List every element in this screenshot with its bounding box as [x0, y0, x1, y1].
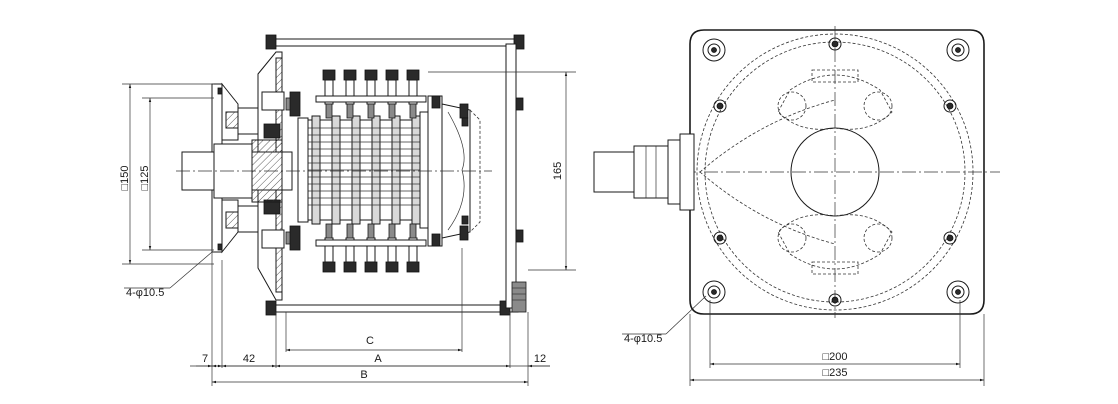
brush-terminal: [364, 261, 378, 273]
screw-head: [716, 234, 724, 242]
screw-head: [831, 296, 839, 304]
brush-terminal: [406, 69, 420, 81]
mounting-hole-bolt: [955, 289, 961, 295]
end-mounting-holes: [702, 37, 970, 307]
mounting-hole: [946, 38, 970, 62]
end-bolt-label: 4-φ10.5: [624, 333, 662, 345]
screw-hole: [943, 99, 957, 113]
dim-235: □235: [823, 367, 848, 379]
dim-c: C: [366, 335, 374, 347]
brush-terminal: [406, 261, 420, 273]
mounting-hole-inner: [707, 285, 721, 299]
brush-terminal: [343, 261, 357, 273]
brush-holders: [315, 69, 427, 273]
dim-200: □200: [823, 351, 848, 363]
brush: [367, 103, 375, 119]
brush: [409, 223, 417, 239]
end-dimensions: □200 □235 4-φ10.5: [622, 295, 985, 386]
dim-a: A: [374, 353, 382, 365]
screw-head: [946, 102, 954, 110]
mounting-hole-bolt: [711, 47, 717, 53]
brush-bar: [315, 239, 427, 247]
brush-terminal: [322, 69, 336, 81]
screw-hole: [713, 99, 727, 113]
slip-ring-stack: [297, 111, 431, 229]
cable-gland: [593, 133, 695, 211]
dim-height-165: 165: [552, 162, 564, 180]
side-view: □150 □125 165 4-φ10.5 C: [119, 34, 576, 386]
mounting-hole-inner: [707, 43, 721, 57]
mounting-hole: [702, 38, 726, 62]
rear-cover-hidden: [469, 109, 481, 233]
dim-42: 42: [243, 353, 255, 365]
side-dimensions: □150 □125 165 4-φ10.5 C: [119, 71, 576, 386]
screw-hole: [713, 231, 727, 245]
rear-hub: [427, 95, 471, 247]
screw-hole: [828, 293, 842, 307]
brush-terminal: [343, 69, 357, 81]
brush: [325, 223, 333, 239]
screw-head: [946, 234, 954, 242]
brush: [346, 103, 354, 119]
brush-terminal: [322, 261, 336, 273]
brush-arms-hidden: [699, 69, 893, 275]
brush-terminal: [385, 69, 399, 81]
end-view: □200 □235 4-φ10.5: [593, 26, 1000, 386]
brush: [325, 103, 333, 119]
brush: [367, 223, 375, 239]
dim-b: B: [360, 369, 367, 381]
dim-flange-outer: □150: [119, 166, 131, 191]
screw-head: [831, 40, 839, 48]
mounting-hole: [946, 280, 970, 304]
side-bolt-label: 4-φ10.5: [126, 287, 164, 299]
end-plate: [689, 29, 985, 315]
brush: [409, 103, 417, 119]
brush-bar: [315, 95, 427, 103]
back-frame: [505, 43, 527, 313]
brush: [388, 223, 396, 239]
mounting-hole-inner: [951, 43, 965, 57]
screw-hole: [943, 231, 957, 245]
screw-hole: [828, 37, 842, 51]
dim-12: 12: [534, 353, 546, 365]
mounting-hole: [702, 280, 726, 304]
brush: [346, 223, 354, 239]
mounting-hole-inner: [951, 285, 965, 299]
brush-terminal: [385, 261, 399, 273]
ring-end-plate: [297, 117, 309, 223]
dim-flange-inner: □125: [139, 166, 151, 191]
mounting-hole-bolt: [711, 289, 717, 295]
brush-terminal: [364, 69, 378, 81]
screw-head: [716, 102, 724, 110]
mounting-hole-bolt: [955, 47, 961, 53]
dim-7: 7: [202, 353, 208, 365]
brush: [388, 103, 396, 119]
